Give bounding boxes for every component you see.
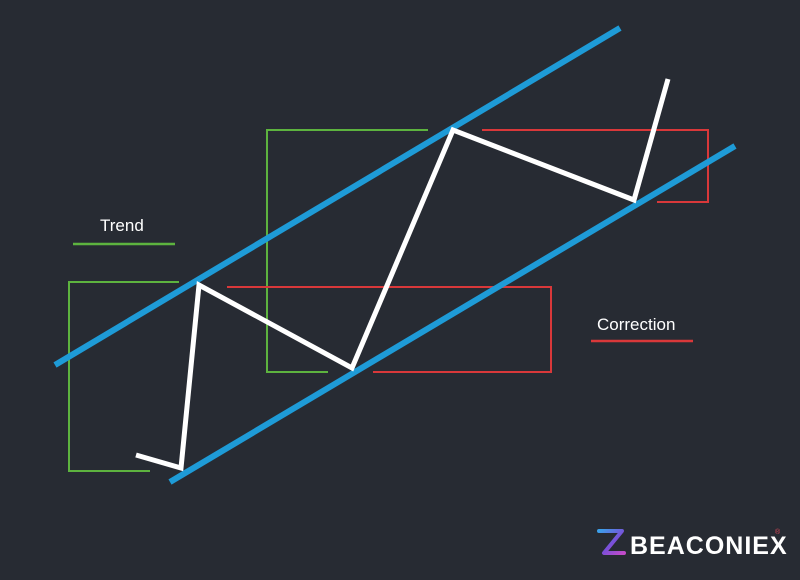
correction-bracket-1	[227, 286, 552, 373]
price-path	[135, 78, 671, 472]
beaconiex-logo: BEACONIEX ®	[595, 528, 788, 560]
trend-bracket-2	[266, 129, 428, 373]
upper-channel-line	[53, 25, 622, 368]
logo-wordmark: BEACONIEX	[630, 532, 788, 560]
correction-bracket-2	[482, 129, 709, 203]
beaconiex-logo-icon	[595, 529, 626, 555]
trend-label: Trend	[100, 216, 144, 235]
lower-channel-line	[168, 143, 737, 485]
correction-label: Correction	[597, 315, 675, 334]
trend-bracket-1	[68, 281, 179, 472]
logo-registered-mark: ®	[775, 528, 781, 536]
